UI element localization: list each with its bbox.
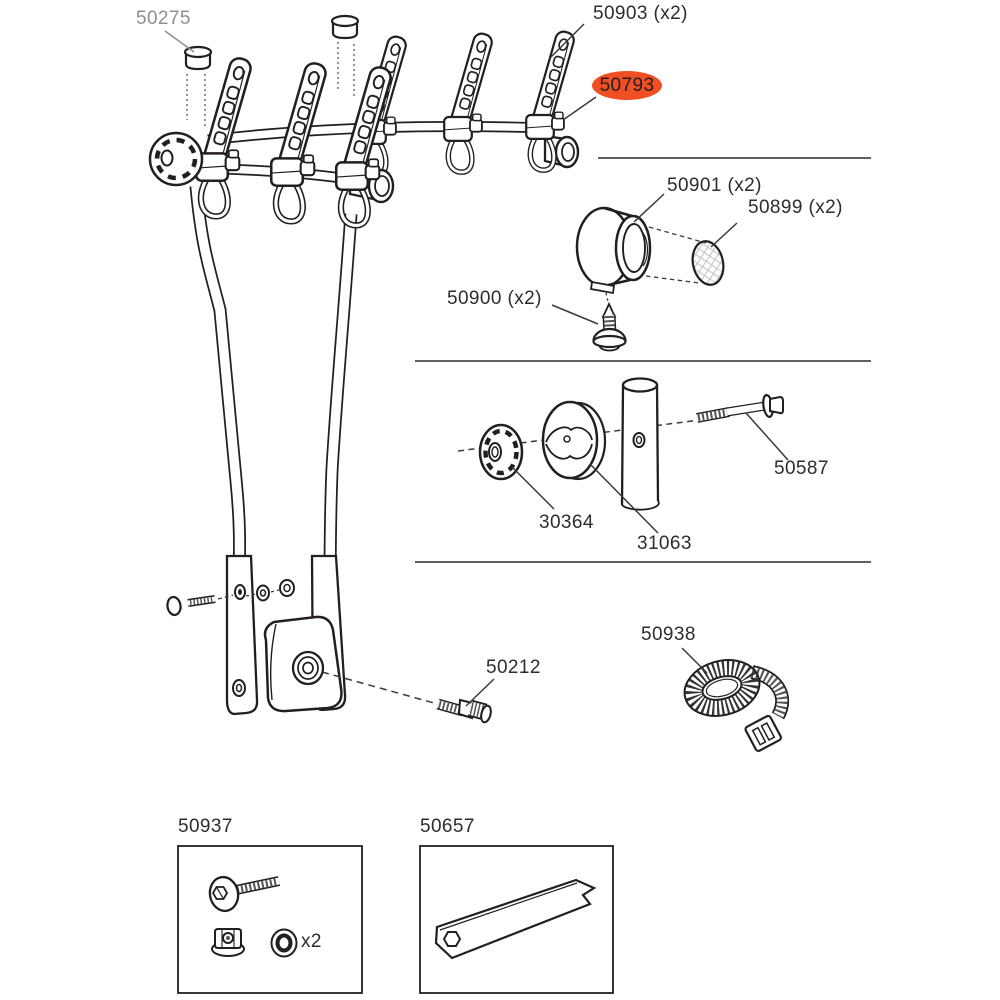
part-label-50212: 50212 <box>486 657 541 678</box>
leader-30364 <box>511 466 555 510</box>
net-disc-part-drawing <box>691 240 725 286</box>
part-label-50903: 50903 (x2) <box>593 3 688 24</box>
leader-50901 <box>633 193 665 223</box>
leader-31063 <box>589 463 659 534</box>
part-label-30364: 30364 <box>539 512 594 533</box>
knob-cam-assembly-drawing <box>457 377 784 511</box>
cam-part-drawing <box>541 400 607 481</box>
screw-part-drawing <box>592 292 627 352</box>
kit-box-50937-drawing <box>177 845 363 994</box>
part-label-50657: 50657 <box>420 816 475 837</box>
section-dividers <box>415 157 871 563</box>
hex-bolt-part-drawing <box>696 394 784 423</box>
part-label-50275: 50275 <box>136 8 191 29</box>
part-label-50900: 50900 (x2) <box>447 288 542 309</box>
leader-50587 <box>745 412 789 461</box>
callout-leader-lines <box>164 23 789 707</box>
part-label-50587: 50587 <box>774 458 829 479</box>
knurled-bolt-part <box>321 671 492 724</box>
bushing-part-drawing <box>575 206 707 295</box>
washer-part <box>270 928 298 958</box>
strap-arm <box>444 32 494 172</box>
part-label-50899: 50899 (x2) <box>748 197 843 218</box>
bike-rack-illustration <box>148 14 580 724</box>
strap-arm <box>271 61 328 221</box>
wrench-tool-part <box>434 878 597 960</box>
kit-box-50657-drawing <box>419 845 614 994</box>
washer-quantity-label: x2 <box>301 931 322 952</box>
allen-bolt-part <box>208 875 281 913</box>
end-knob <box>148 131 204 187</box>
leader-50793 <box>562 96 597 121</box>
leader-50903 <box>550 23 585 58</box>
leader-50275 <box>164 30 195 53</box>
part-label-31063: 31063 <box>637 533 692 554</box>
knob-part-drawing <box>478 423 524 481</box>
part-label-50938: 50938 <box>641 624 696 645</box>
part-label-50901: 50901 (x2) <box>667 175 762 196</box>
leader-50900 <box>551 304 599 325</box>
strap-part-drawing <box>683 659 789 752</box>
strap-buckle <box>744 714 782 752</box>
rack-cap-part <box>183 14 360 126</box>
leader-50899 <box>710 222 738 248</box>
highlighted-part-label-50793: 50793 <box>592 71 662 100</box>
leader-50212 <box>465 678 495 707</box>
leader-50938 <box>681 647 708 674</box>
flange-nut-part <box>211 928 245 957</box>
bracket-screw-and-washers <box>166 579 295 617</box>
hinge-bracket <box>225 554 347 716</box>
receiver-tube-drawing <box>620 377 660 511</box>
kit-box-outline <box>177 845 363 994</box>
part-label-50937: 50937 <box>178 816 233 837</box>
